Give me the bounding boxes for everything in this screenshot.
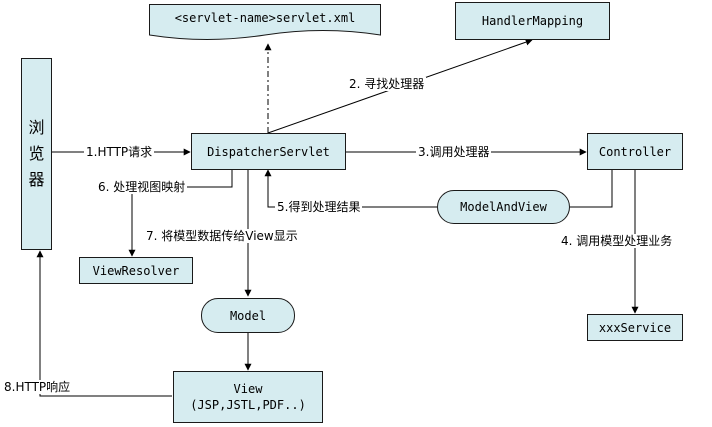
view-resolver-box: ViewResolver [79, 257, 193, 284]
view-box: View (JSP,JSTL,PDF..) [173, 371, 323, 423]
label-step-3: 3.调用处理器 [416, 145, 492, 159]
arrow-get-result [264, 169, 437, 208]
controller-label: Controller [598, 144, 672, 159]
label-step-8: 8.HTTP响应 [2, 380, 73, 394]
view-resolver-label: ViewResolver [92, 263, 180, 278]
label-step-7: 7. 将模型数据传给View显示 [144, 229, 300, 243]
handler-mapping-label: HandlerMapping [481, 14, 584, 28]
browser-char-3: 器 [28, 170, 45, 189]
dispatcher-servlet-box: DispatcherServlet [191, 133, 346, 170]
line-controller-to-mav [570, 170, 613, 208]
xxx-service-box: xxxService [587, 314, 683, 341]
model-and-view-label: ModelAndView [460, 200, 547, 214]
label-step-5: 5.得到处理结果 [275, 200, 363, 214]
controller-box: Controller [587, 133, 683, 170]
servlet-xml-doc: <servlet-name>servlet.xml [149, 4, 381, 40]
document-shape [149, 4, 381, 40]
model-and-view-pill: ModelAndView [437, 190, 570, 224]
servlet-xml-label: <servlet-name>servlet.xml [174, 11, 356, 25]
label-step-6: 6. 处理视图映射 [96, 180, 188, 194]
model-pill: Model [201, 298, 295, 333]
view-types-label: (JSP,JSTL,PDF..) [190, 398, 306, 412]
model-label: Model [229, 308, 267, 323]
browser-box: 浏 览 器 [21, 58, 52, 250]
arrow-http-response [36, 250, 172, 397]
xxx-service-label: xxxService [598, 320, 672, 335]
label-step-1: 1.HTTP请求 [84, 145, 155, 159]
handler-mapping-box: HandlerMapping [455, 2, 610, 40]
dispatcher-servlet-label: DispatcherServlet [207, 144, 330, 159]
label-step-4: 4. 调用模型处理业务 [559, 234, 675, 248]
view-label: View [233, 382, 263, 396]
browser-char-2: 览 [28, 144, 45, 163]
browser-char-1: 浏 [28, 118, 45, 137]
label-step-2: 2. 寻找处理器 [347, 77, 427, 91]
